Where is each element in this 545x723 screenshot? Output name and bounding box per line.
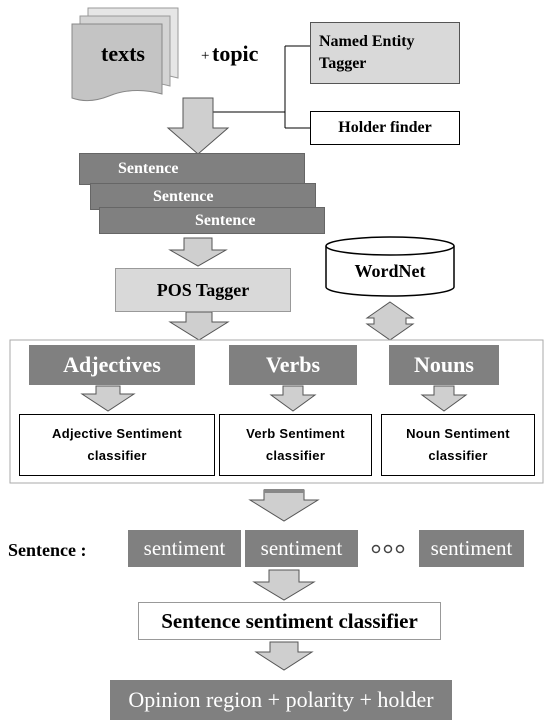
word-class-group-frame [9,339,544,484]
nouns-box: Nouns [389,345,499,385]
sentence-box: Sentence [99,207,325,234]
holder-finder-label: Holder finder [338,119,432,136]
sentence-box: Sentence [79,153,305,185]
sentence-label: Sentence [153,187,214,205]
ner-line2: Tagger [319,55,367,72]
sentence-sentiment-classifier-label: Sentence sentiment classifier [161,608,418,633]
sentiment-label: sentiment [260,536,343,560]
sentence-row-label: Sentence : [8,540,87,560]
wordnet-database-icon [325,236,455,297]
sentiment-box: sentiment [245,530,358,567]
adjective-classifier-line1: Adjective Sentiment [52,425,182,441]
adjective-sentiment-classifier-box: Adjective Sentiment classifier [19,414,215,476]
sentence-label: Sentence [195,211,256,229]
wordnet-label: WordNet [354,261,426,281]
noun-classifier-line1: Noun Sentiment [406,425,510,441]
nouns-label: Nouns [414,352,474,377]
plus-sign: + [201,48,210,64]
ner-line1: Named Entity [319,33,415,51]
arrow-down-icon [252,569,316,601]
arrow-down-icon [168,237,228,267]
arrow-down-icon [420,385,468,412]
arrow-down-icon [168,311,230,341]
arrow-down-icon [269,385,317,412]
texts-label: texts [101,41,145,66]
verbs-box: Verbs [229,345,357,385]
verb-sentiment-classifier-box: Verb Sentiment classifier [219,414,372,476]
ner-holder-connector [205,45,310,129]
arrow-top-band [264,489,304,493]
pos-tagger-label: POS Tagger [156,279,250,300]
document-stack-icon [71,7,179,102]
noun-classifier-line2: classifier [428,448,488,463]
pos-tagger-box: POS Tagger [115,268,291,312]
verbs-label: Verbs [265,352,321,377]
arrow-down-icon [248,489,320,522]
sentiment-label: sentiment [143,536,226,560]
topic-label: topic [212,41,259,66]
arrow-down-icon [80,385,136,412]
verb-classifier-line2: classifier [265,448,326,463]
arrow-down-icon [254,641,314,671]
adjective-classifier-line2: classifier [87,448,147,463]
ellipsis-dots-icon [371,544,405,554]
adjectives-label: Adjectives [63,352,161,377]
output-box: Opinion region + polarity + holder [110,680,452,720]
verb-classifier-line1: Verb Sentiment [246,425,345,441]
arrow-updown-icon [365,301,415,341]
sentence-label: Sentence [118,160,179,177]
arrow-down-icon [166,97,230,155]
sentence-box: Sentence [90,183,316,210]
sentence-sentiment-classifier-box: Sentence sentiment classifier [138,602,441,640]
sentiment-box: sentiment [419,530,524,567]
adjectives-box: Adjectives [29,345,195,385]
sentiment-label: sentiment [430,536,513,560]
holder-finder-box: Holder finder [310,111,460,145]
named-entity-tagger-box: Named Entity Tagger [310,22,460,84]
output-label: Opinion region + polarity + holder [128,687,434,712]
sentiment-box: sentiment [128,530,241,567]
noun-sentiment-classifier-box: Noun Sentiment classifier [381,414,535,476]
